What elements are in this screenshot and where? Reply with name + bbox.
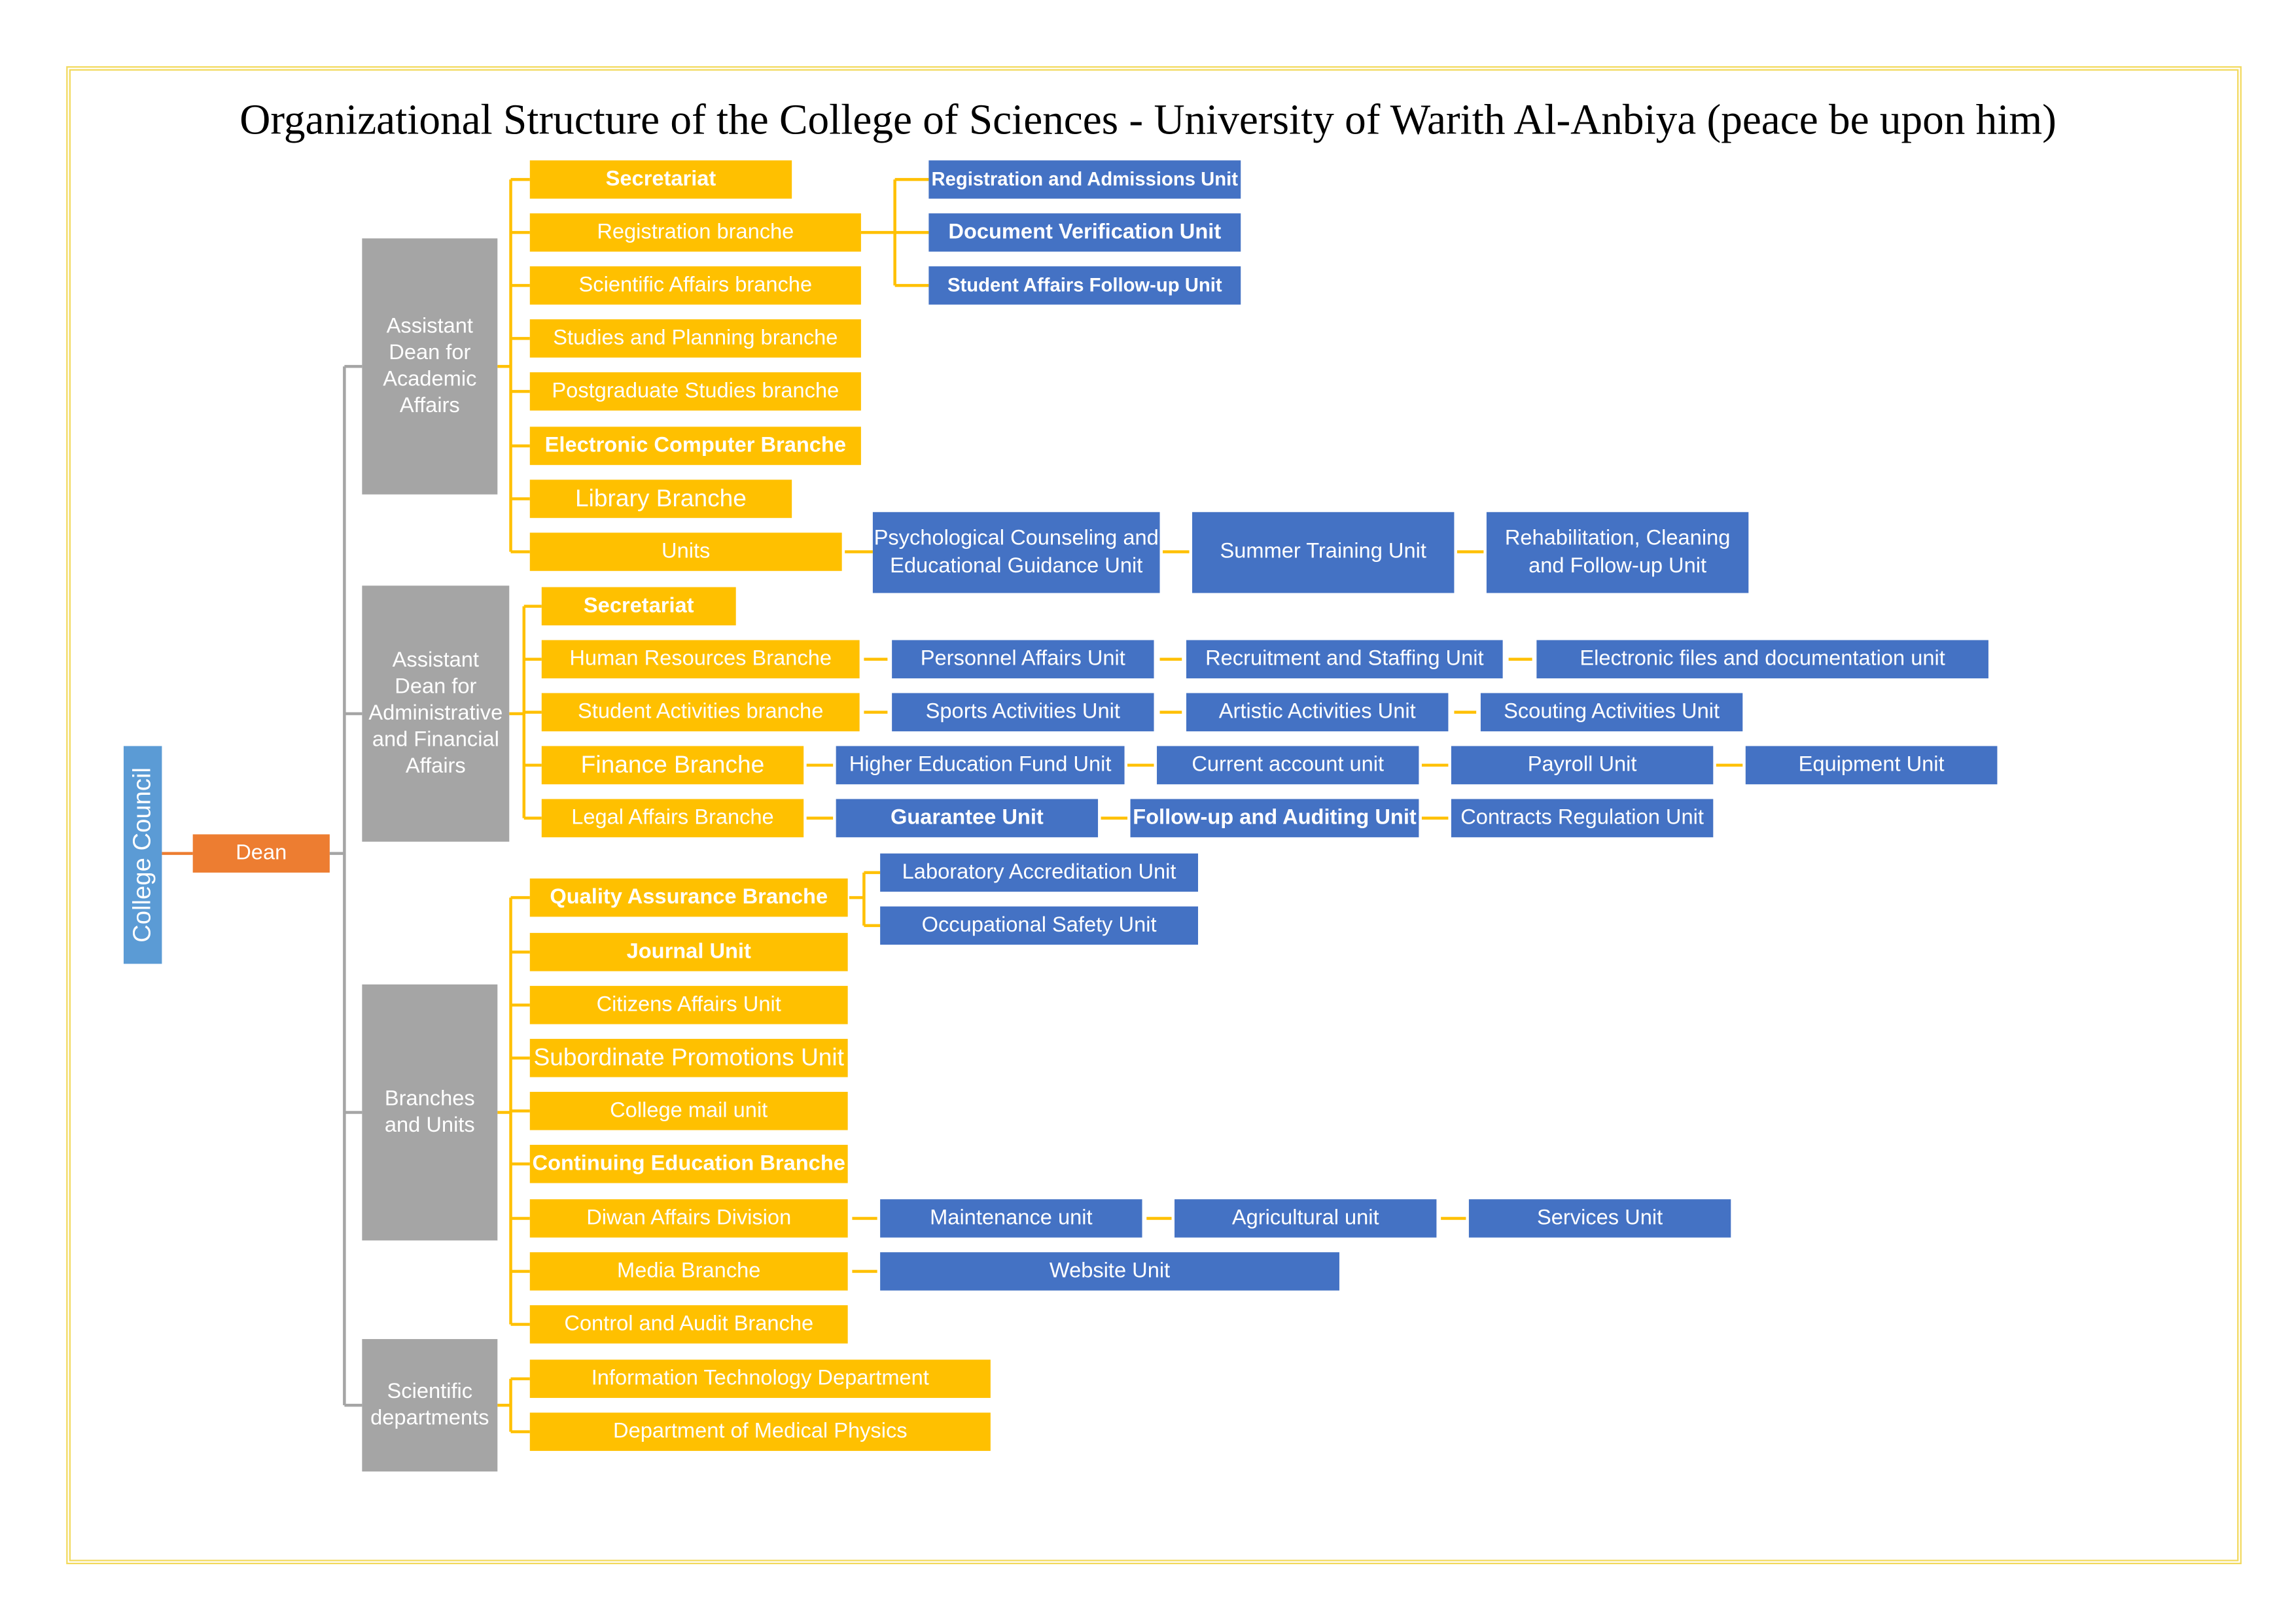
- student-activities-branch: Student Activities branche: [541, 693, 860, 731]
- subordinate-promotions-unit: Subordinate Promotions Unit: [529, 1039, 848, 1077]
- it-department: Information Technology Department: [529, 1359, 991, 1398]
- rehabilitation-unit: Rehabilitation, Cleaning and Follow-up U…: [1486, 512, 1749, 593]
- payroll-unit: Payroll Unit: [1451, 746, 1714, 784]
- academic-secretariat: Secretariat: [529, 160, 792, 199]
- medical-physics-department: Department of Medical Physics: [529, 1412, 991, 1451]
- academic-dean-box: Assistant Dean for Academic Affairs: [362, 238, 498, 495]
- admin-secretariat: Secretariat: [541, 587, 736, 625]
- occupational-safety-unit: Occupational Safety Unit: [880, 906, 1199, 945]
- psychological-counseling-unit: Psychological Counseling and Educational…: [872, 512, 1160, 593]
- media-branch: Media Branche: [529, 1252, 848, 1291]
- equipment-unit: Equipment Unit: [1745, 746, 1998, 784]
- registration-branch: Registration branche: [529, 213, 861, 252]
- page-border: [66, 66, 2242, 1565]
- admin-dean-box: Assistant Dean for Administrative and Fi…: [362, 585, 510, 842]
- electronic-computer-branch: Electronic Computer Branche: [529, 427, 861, 465]
- maintenance-unit: Maintenance unit: [880, 1199, 1142, 1238]
- citizens-affairs-unit: Citizens Affairs Unit: [529, 986, 848, 1024]
- document-verification-unit: Document Verification Unit: [928, 213, 1241, 252]
- finance-branch: Finance Branche: [541, 746, 804, 784]
- sports-activities-unit: Sports Activities Unit: [892, 693, 1154, 731]
- departments-box: Scientific departments: [362, 1338, 498, 1472]
- scientific-affairs-branch: Scientific Affairs branche: [529, 266, 861, 305]
- quality-assurance-branch: Quality Assurance Branche: [529, 878, 848, 917]
- legal-affairs-branch: Legal Affairs Branche: [541, 799, 804, 837]
- college-council-box: College Council: [123, 746, 162, 964]
- library-branch: Library Branche: [529, 480, 792, 518]
- chart-title: Organizational Structure of the College …: [239, 97, 2057, 145]
- scouting-activities-unit: Scouting Activities Unit: [1480, 693, 1743, 731]
- electronic-files-unit: Electronic files and documentation unit: [1536, 640, 1988, 678]
- current-account-unit: Current account unit: [1157, 746, 1419, 784]
- laboratory-accreditation-unit: Laboratory Accreditation Unit: [880, 853, 1199, 892]
- units-branch: Units: [529, 532, 842, 571]
- continuing-education-branch: Continuing Education Branche: [529, 1145, 848, 1183]
- diwan-affairs-division: Diwan Affairs Division: [529, 1199, 848, 1238]
- recruitment-unit: Recruitment and Staffing Unit: [1186, 640, 1503, 678]
- higher-education-fund-unit: Higher Education Fund Unit: [836, 746, 1125, 784]
- control-audit-branch: Control and Audit Branche: [529, 1305, 848, 1344]
- follow-up-auditing-unit: Follow-up and Auditing Unit: [1130, 799, 1419, 837]
- agricultural-unit: Agricultural unit: [1174, 1199, 1437, 1238]
- personnel-affairs-unit: Personnel Affairs Unit: [892, 640, 1154, 678]
- student-affairs-unit: Student Affairs Follow-up Unit: [928, 266, 1241, 305]
- hr-branch: Human Resources Branche: [541, 640, 860, 678]
- contracts-regulation-unit: Contracts Regulation Unit: [1451, 799, 1714, 837]
- branches-box: Branches and Units: [362, 984, 498, 1241]
- registration-admissions-unit: Registration and Admissions Unit: [928, 160, 1241, 199]
- summer-training-unit: Summer Training Unit: [1192, 512, 1455, 593]
- website-unit: Website Unit: [880, 1252, 1339, 1291]
- dean-box: Dean: [192, 834, 330, 873]
- guarantee-unit: Guarantee Unit: [836, 799, 1099, 837]
- artistic-activities-unit: Artistic Activities Unit: [1186, 693, 1449, 731]
- postgraduate-branch: Postgraduate Studies branche: [529, 372, 861, 411]
- journal-unit: Journal Unit: [529, 933, 848, 971]
- studies-planning-branch: Studies and Planning branche: [529, 319, 861, 358]
- services-unit: Services Unit: [1468, 1199, 1731, 1238]
- college-mail-unit: College mail unit: [529, 1092, 848, 1130]
